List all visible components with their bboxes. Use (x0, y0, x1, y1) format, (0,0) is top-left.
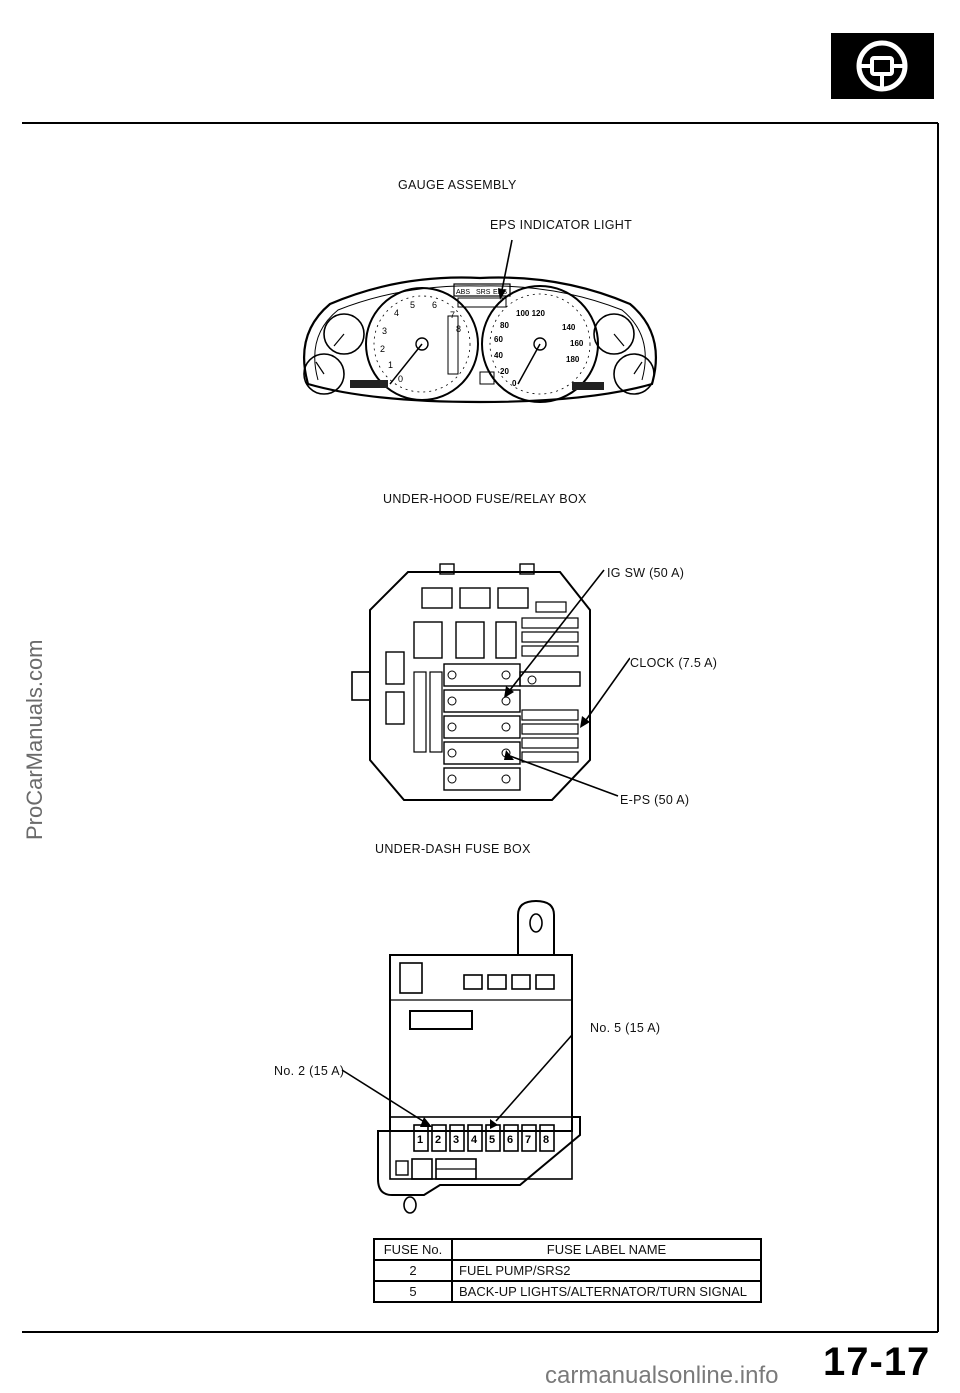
svg-text:6: 6 (432, 300, 437, 310)
page-number: 17-17 (823, 1340, 931, 1384)
section-icon-box (831, 33, 934, 99)
fuse-number-3: 3 (453, 1134, 459, 1146)
fuse-label-cell: BACK-UP LIGHTS/ALTERNATOR/TURN SIGNAL (451, 1280, 762, 1303)
svg-text:160: 160 (570, 339, 584, 348)
fuse-table-container: FUSE No. FUSE LABEL NAME 2 FUEL PUMP/SRS… (373, 1238, 762, 1303)
svg-text:8: 8 (456, 324, 461, 334)
svg-text:40: 40 (494, 351, 503, 360)
underdash-fuse-box-diagram: 1 2 3 4 5 6 7 8 (341, 899, 581, 1214)
fuse-no5-callout: No. 5 (15 A) (590, 1021, 661, 1035)
svg-text:2: 2 (380, 344, 385, 354)
fuse-number-1: 1 (417, 1134, 423, 1146)
fuse-label-cell: FUEL PUMP/SRS2 (451, 1259, 762, 1282)
steering-wheel-icon (856, 40, 908, 92)
fuse-number-4: 4 (471, 1134, 478, 1146)
svg-text:140: 140 (562, 323, 576, 332)
svg-text:60: 60 (494, 335, 503, 344)
svg-text:0: 0 (398, 374, 403, 384)
watermark: ProCarManuals.com (22, 639, 47, 840)
svg-text:7: 7 (450, 310, 455, 320)
fuse-number-5: 5 (489, 1134, 495, 1146)
gauge-assembly-title: GAUGE ASSEMBLY (398, 178, 517, 192)
svg-text:80: 80 (500, 321, 509, 330)
fuse-table-header: FUSE No. FUSE LABEL NAME (373, 1238, 762, 1261)
srs-indicator: SRS (476, 289, 491, 296)
fuse-no-cell: 5 (373, 1280, 453, 1303)
table-row: 5 BACK-UP LIGHTS/ALTERNATOR/TURN SIGNAL (373, 1280, 762, 1303)
fuse-row: 1 2 3 4 5 6 7 8 (413, 1124, 555, 1152)
fuse-number-2: 2 (435, 1134, 441, 1146)
abs-indicator: ABS (456, 289, 470, 296)
svg-text:1: 1 (388, 360, 393, 370)
svg-text:20: 20 (500, 367, 509, 376)
svg-text:5: 5 (410, 300, 415, 310)
svg-text:180: 180 (566, 355, 580, 364)
fuse-no-header: FUSE No. (373, 1238, 453, 1261)
fuse-number-7: 7 (525, 1134, 531, 1146)
e-ps-callout: E-PS (50 A) (620, 793, 690, 807)
ig-sw-callout: IG SW (50 A) (607, 566, 685, 580)
footer-watermark: carmanualsonline.info (545, 1362, 779, 1389)
gauge-assembly-diagram: ABS SRS EPS 5 6 7 8 4 3 2 1 0 100 120 80… (303, 239, 657, 404)
underhood-box-title: UNDER-HOOD FUSE/RELAY BOX (383, 492, 587, 506)
fuse-no2-callout: No. 2 (15 A) (274, 1064, 345, 1078)
underhood-fuse-box-diagram (351, 563, 630, 801)
eps-indicator-callout: EPS INDICATOR LIGHT (490, 218, 633, 232)
fuse-number-6: 6 (507, 1134, 513, 1146)
table-row: 2 FUEL PUMP/SRS2 (373, 1259, 762, 1282)
underdash-box-title: UNDER-DASH FUSE BOX (375, 842, 531, 856)
fuse-table: FUSE No. FUSE LABEL NAME 2 FUEL PUMP/SRS… (373, 1238, 762, 1303)
svg-text:100 120: 100 120 (516, 309, 545, 318)
svg-text:4: 4 (394, 308, 399, 318)
clock-callout: CLOCK (7.5 A) (630, 656, 718, 670)
eps-indicator: EPS (493, 289, 507, 296)
svg-text:3: 3 (382, 326, 387, 336)
fuse-no-cell: 2 (373, 1259, 453, 1282)
fuse-label-header: FUSE LABEL NAME (451, 1238, 762, 1261)
svg-text:0: 0 (512, 379, 517, 388)
fuse-number-8: 8 (543, 1134, 549, 1146)
